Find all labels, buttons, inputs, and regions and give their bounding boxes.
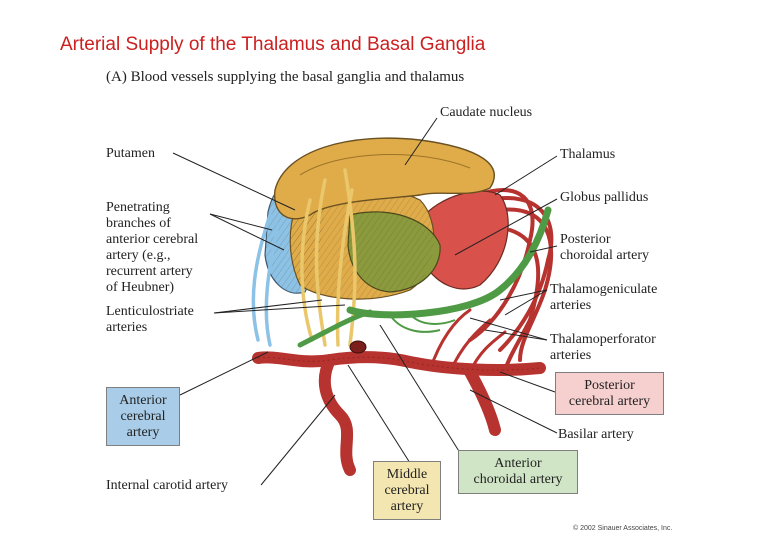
caudate-nucleus-region [274,137,495,220]
lenticulostriate-branches [300,168,357,347]
label-thalamus: Thalamus [560,147,616,162]
leader-lines [172,117,558,486]
label-thalamoperforator-arteries: Thalamoperforator arteries [550,332,656,363]
thalamus-region [419,190,509,290]
label-thalamogeniculate-arteries: Thalamogeniculate arteries [550,282,658,313]
figure-caption: (A) Blood vessels supplying the basal ga… [106,69,465,85]
label-internal-carotid-artery: Internal carotid artery [106,478,229,493]
label-posterior-choroidal-artery: Posterior choroidal artery [560,232,650,263]
label-lenticulostriate-arteries: Lenticulostriate arteries [106,304,194,335]
label-putamen: Putamen [106,146,155,161]
label-globus-pallidus: Globus pallidus [560,190,649,205]
penetrating-branches [251,213,280,347]
copyright-notice: © 2002 Sinauer Associates, Inc. [573,525,673,532]
box-anterior-choroidal-artery: Anterior choroidal artery [458,450,578,494]
box-posterior-cerebral-artery: Posterior cerebral artery [555,372,664,415]
box-anterior-cerebral-artery: Anterior cerebral artery [106,387,180,446]
label-penetrating-branches: Penetrating branches of anterior cerebra… [106,200,199,295]
carotid-cut-end [349,340,367,354]
label-caudate-nucleus: Caudate nucleus [440,105,533,120]
slide-title: Arterial Supply of the Thalamus and Basa… [60,34,486,55]
box-middle-cerebral-artery: Middle cerebral artery [373,461,441,520]
anterior-choroidal-vessel [346,206,552,319]
label-basilar-artery: Basilar artery [558,427,634,442]
